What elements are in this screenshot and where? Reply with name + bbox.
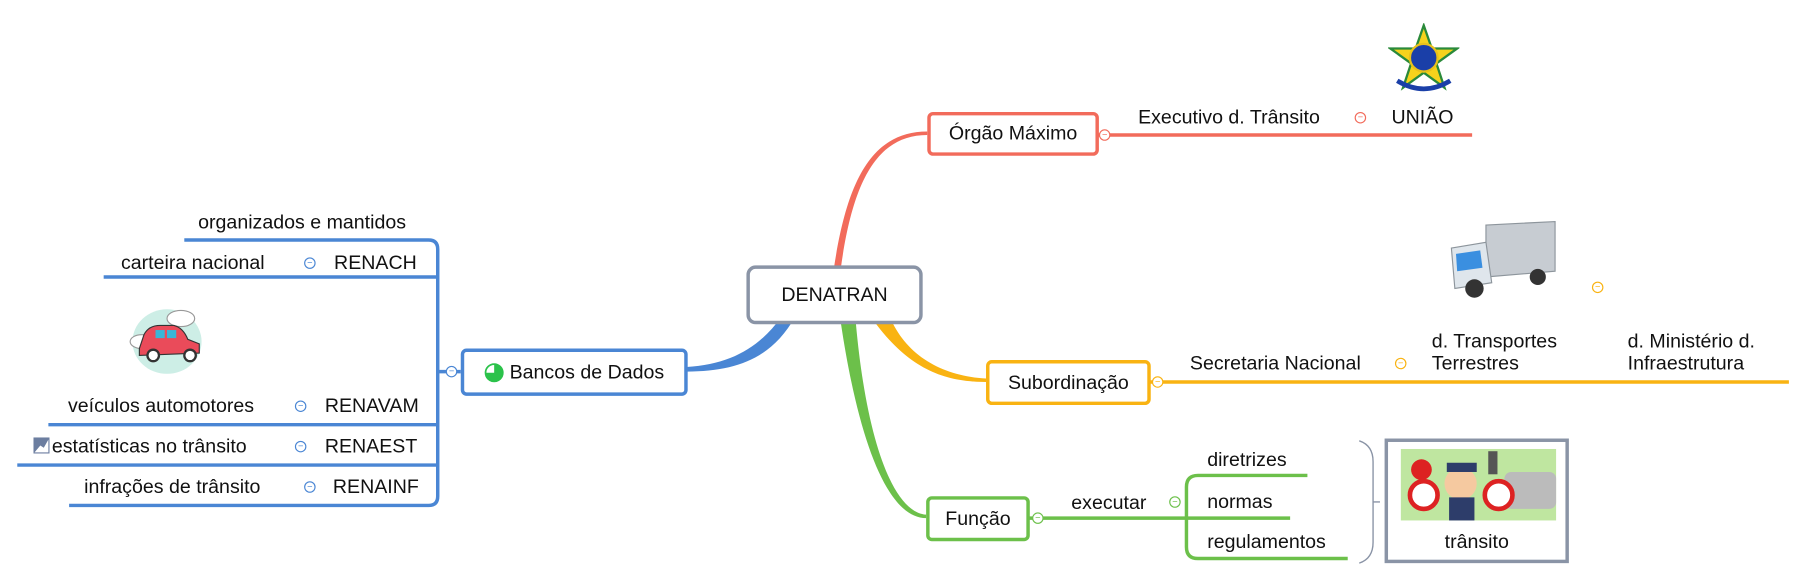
subtopic-carteira-nacional[interactable]: carteira nacional [120,251,265,274]
collapse-icon[interactable]: − [445,365,458,378]
progress-pie-icon [485,362,505,382]
coat-of-arms-image [1388,23,1460,92]
subtopic-normas[interactable]: normas [1207,490,1273,513]
topic-label: Subordinação [1007,371,1129,393]
line1: d. Ministério d. [1627,330,1755,352]
topic-bancos-de-dados[interactable]: Bancos de Dados [460,348,688,396]
collapse-icon[interactable]: − [294,440,307,453]
topic-label: Bancos de Dados [509,360,665,383]
line2: Infraestrutura [1627,351,1745,374]
subtopic-diretrizes[interactable]: diretrizes [1207,448,1287,471]
line1: d. Transportes [1431,330,1557,352]
topic-funcao[interactable]: Função [926,496,1030,542]
connector-bancos [686,317,795,372]
subtopic-infracoes[interactable]: infrações de trânsito [84,475,261,498]
collapse-icon[interactable]: − [304,481,316,493]
summary-label: trânsito [1444,530,1509,553]
line2: Terrestres [1431,351,1519,374]
subtopic-uniao[interactable]: UNIÃO [1391,106,1454,129]
central-topic-label: DENATRAN [781,283,888,306]
subtopic-regulamentos[interactable]: regulamentos [1207,530,1326,553]
chart-icon [33,437,50,454]
subtopic-estatisticas[interactable]: estatísticas no trânsito [51,435,247,457]
collapse-icon[interactable]: − [1032,512,1044,524]
subtopic-renach[interactable]: RENACH [334,251,417,274]
collapse-icon[interactable]: − [1354,111,1367,124]
subtopic-renavam[interactable]: RENAVAM [324,394,419,417]
central-topic[interactable]: DENATRAN [746,265,923,325]
subtopic-executar[interactable]: executar [1071,491,1147,514]
subtopic-organizados[interactable]: organizados e mantidos [198,211,407,234]
truck-image [1450,220,1556,298]
collapse-icon[interactable]: − [1591,281,1604,294]
subtopic-veiculos[interactable]: veículos automotores [67,394,255,417]
collapse-icon[interactable]: − [294,400,307,412]
collapse-icon[interactable]: − [1394,357,1407,370]
connector-orgao [833,131,928,268]
topic-label: Função [945,507,1011,530]
topic-label: Órgão Máximo [948,122,1078,145]
topic-orgao-maximo[interactable]: Órgão Máximo [927,111,1099,156]
connector-funcao [840,323,927,519]
subtopic-executivo[interactable]: Executivo d. Trânsito [1138,106,1320,129]
summary-brace [1359,440,1380,564]
topic-subordinacao[interactable]: Subordinação [986,360,1151,406]
summary-transito[interactable]: trânsito [1384,438,1569,564]
collapse-icon[interactable]: − [1151,376,1164,388]
subtopic-secretaria[interactable]: Secretaria Nacional [1189,351,1361,374]
collapse-icon[interactable]: − [1098,129,1111,141]
car-image [129,309,202,374]
subtopic-renaest[interactable]: RENAEST [324,435,418,457]
collapse-icon[interactable]: − [304,257,316,269]
connector-subordinacao [875,323,987,382]
traffic-officer-image [1400,448,1557,521]
collapse-icon[interactable]: − [1169,496,1181,508]
subtopic-renainf[interactable]: RENAINF [332,475,419,498]
subtopic-ministerio[interactable]: d. Ministério d.Infraestrutura [1628,330,1755,374]
